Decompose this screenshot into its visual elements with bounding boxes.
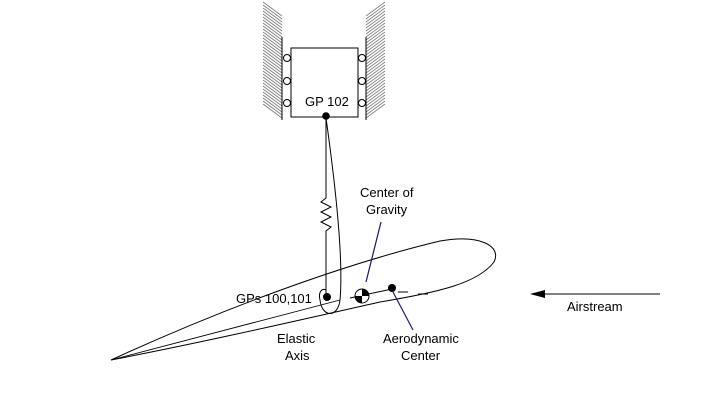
hatch-line [365,40,386,56]
hatch-line [365,52,386,68]
hatch-line [365,103,386,119]
hatch-line [365,58,386,74]
hatch-line [262,10,283,26]
hatch-line [262,13,283,29]
gp102-label: GP 102 [305,94,349,109]
hatch-line [365,82,386,98]
hatch-line [365,43,386,59]
hatch-line [365,61,386,77]
hatch-line [365,19,386,35]
airstream-arrow-head [530,290,545,298]
hatch-line [262,49,283,65]
right-rollers [358,54,366,107]
elastic-label-line1: Elastic [277,331,316,346]
chord-line [110,288,428,361]
hatch-line [262,97,283,113]
left-rollers [283,54,291,107]
hatch-line [262,4,283,20]
hatch-line [262,22,283,38]
hatch-line [262,61,283,77]
hatch-line [262,46,283,62]
hatch-line [365,94,386,110]
hatch-line [262,28,283,44]
right-wall-hatch [365,1,386,119]
elastic-axis-node [323,293,331,301]
hatch-line [365,49,386,65]
hatch-line [262,103,283,119]
hatch-line [262,88,283,104]
hatch-line [365,34,386,50]
hatch-line [365,67,386,83]
hatch-line [365,13,386,29]
hatch-line [365,1,386,17]
hatch-line [365,22,386,38]
hatch-line [365,7,386,23]
hatch-line [365,76,386,92]
hatch-line [262,85,283,101]
hatch-line [262,43,283,59]
hatch-line [365,37,386,53]
hatch-line [262,7,283,23]
hatch-line [365,70,386,86]
hatch-line [365,85,386,101]
hatch-line [262,94,283,110]
hatch-line [365,73,386,89]
hatch-line [262,67,283,83]
airstream-label: Airstream [567,299,623,314]
hatch-line [262,52,283,68]
hatch-line [365,88,386,104]
hatch-line [365,64,386,80]
hatch-line [365,16,386,32]
aero-label-line2: Center [401,348,441,363]
hatch-line [365,31,386,47]
aero-center-node [388,284,396,292]
aero-label-line1: Aerodynamic [383,331,459,346]
hatch-line [262,82,283,98]
hatch-line [365,46,386,62]
hatch-line [365,4,386,20]
hatch-line [262,64,283,80]
hatch-line [262,58,283,74]
hatch-line [365,97,386,113]
aero-leader [392,291,414,331]
hatch-line [262,55,283,71]
hatch-line [262,76,283,92]
hatch-line [365,79,386,95]
hatch-line [365,91,386,107]
hatch-line [262,40,283,56]
hatch-line [262,34,283,50]
cg-leader [365,221,382,283]
hatch-line [262,91,283,107]
hatch-line [262,31,283,47]
rigid-link [319,117,342,314]
gps-label: GPs 100,101 [236,291,312,306]
hatch-line [262,37,283,53]
hatch-line [365,28,386,44]
hatch-line [262,16,283,32]
support-block [290,47,359,118]
hatch-line [262,79,283,95]
spring [319,116,333,300]
cg-symbol [354,288,370,304]
hatch-line [365,25,386,41]
hatch-line [262,100,283,116]
cg-label-line2: Gravity [366,202,408,217]
elastic-label-line2: Axis [285,348,310,363]
hatch-line [262,73,283,89]
hatch-line [365,55,386,71]
hatch-line [262,25,283,41]
hatch-line [365,10,386,26]
hatch-line [262,1,283,17]
airfoil [110,238,497,361]
left-wall-hatch [262,1,283,119]
hatch-line [365,100,386,116]
hatch-line [262,70,283,86]
hatch-line [262,19,283,35]
cg-label-line1: Center of [360,185,414,200]
